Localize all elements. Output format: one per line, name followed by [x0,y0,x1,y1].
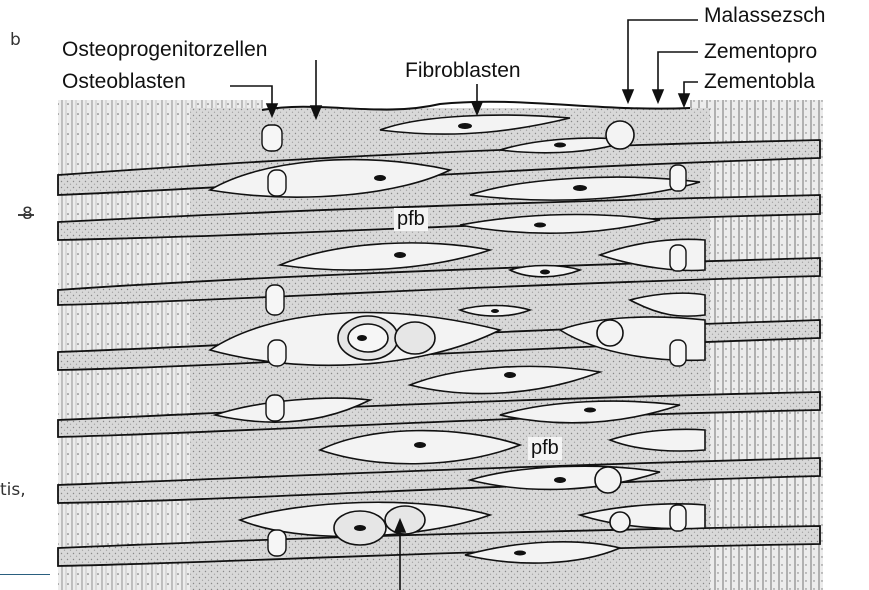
figure-number-text: 8 [22,204,33,224]
label-malassez: Malassezsch [704,4,825,28]
label-cementoblasts: Zementobla [704,70,815,94]
label-principal-fiber-bundle-2: pfb [528,437,562,460]
label-fibroblasts: Fibroblasten [405,59,521,83]
label-principal-fiber-bundle-1: pfb [394,208,428,231]
label-osteoprogenitor-cells: Osteoprogenitorzellen [62,38,267,62]
label-osteoblasts: Osteoblasten [62,70,186,94]
label-cementoprogenitor: Zementopro [704,40,817,64]
margin-text-fragment: tis, [0,480,26,500]
panel-letter: b [10,30,21,50]
figure-number: 8 [0,204,33,224]
margin-rule [0,574,50,575]
